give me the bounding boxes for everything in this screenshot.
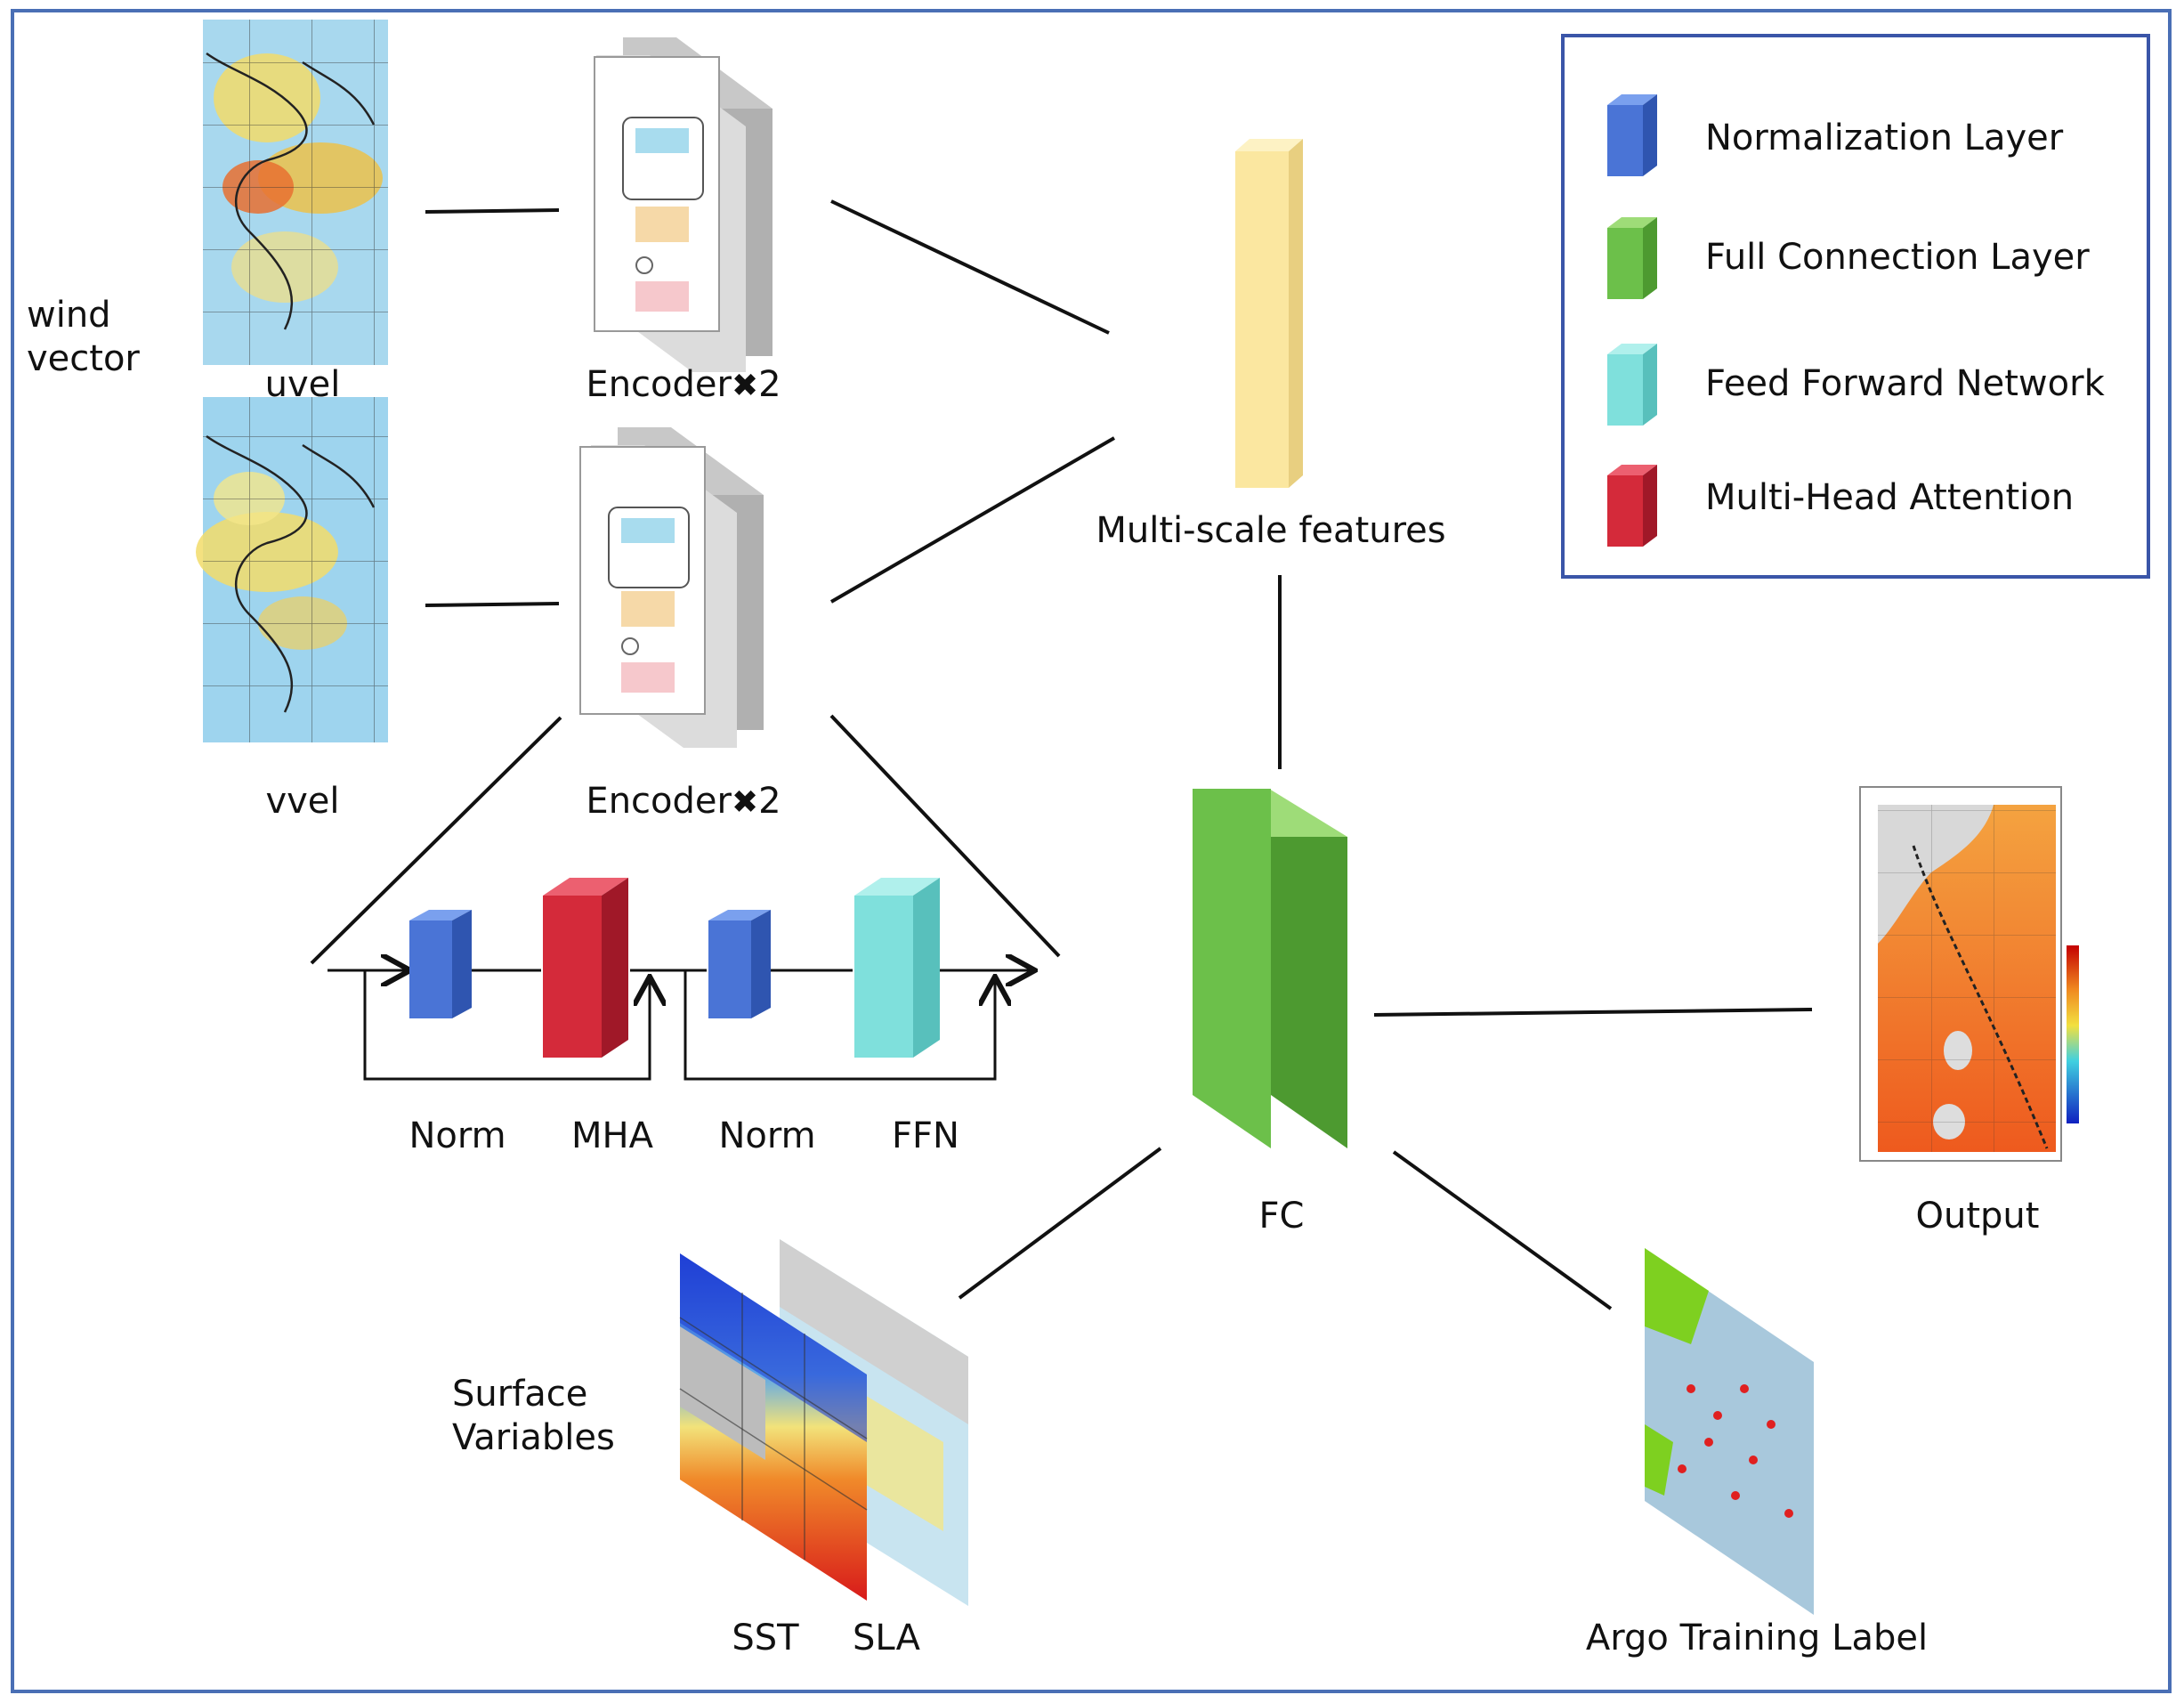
fc-block	[1193, 789, 1347, 1148]
encoder-bottom-label: Encoder✖2	[586, 780, 781, 823]
encoder-bottom-multiplier: 2	[758, 781, 781, 822]
detail-pipeline	[328, 970, 1032, 1081]
ffn-block	[854, 878, 940, 1058]
fc-to-argo-line	[1392, 1150, 1613, 1310]
argo-map	[1645, 1248, 1814, 1615]
fc-label: FC	[1258, 1196, 1305, 1237]
encoder-bottom-to-features-line	[829, 436, 1116, 604]
uvel-label: uvel	[264, 364, 341, 405]
ffn-label: FFN	[892, 1115, 959, 1156]
legend-label-feed-forward: Feed Forward Network	[1705, 363, 2105, 404]
legend-box	[1561, 34, 2150, 579]
wind-label-line1: wind	[27, 295, 111, 336]
outer-frame	[11, 9, 2172, 1693]
norm1-block	[409, 910, 472, 1018]
multi-scale-features-block	[1235, 139, 1303, 488]
fc-to-output-line	[1373, 1008, 1813, 1017]
encoder-top-multiplier: 2	[758, 364, 781, 405]
vvel-to-encoder-line	[425, 602, 560, 607]
multiply-icon: ✖	[731, 784, 759, 821]
legend-label-multi-head-attention: Multi-Head Attention	[1705, 477, 2075, 518]
output-map	[1859, 786, 2079, 1162]
argo-label: Argo Training Label	[1585, 1618, 1929, 1658]
wind-vector-label: wind vector	[27, 294, 140, 381]
legend-icon-feed-forward	[1607, 344, 1657, 426]
encoder-expand-right-line	[829, 714, 1061, 958]
mha-label: MHA	[571, 1115, 653, 1156]
surface-label-line1: Surface	[452, 1374, 588, 1415]
surface-label-line2: Variables	[452, 1416, 615, 1458]
sla-label: SLA	[853, 1618, 920, 1658]
norm2-block	[708, 910, 771, 1018]
encoder-top-block	[594, 37, 772, 372]
surface-variables-label: Surface Variables	[452, 1373, 615, 1460]
legend-icon-full-connection	[1607, 217, 1657, 299]
norm1-label: Norm	[408, 1115, 506, 1156]
sst-label: SST	[732, 1618, 799, 1658]
output-label: Output	[1915, 1196, 2040, 1237]
encoder-top-text: Encoder	[586, 364, 732, 405]
wind-label-line2: vector	[27, 337, 140, 379]
legend-icon-multi-head-attention	[1607, 465, 1657, 547]
legend-icon-normalization	[1607, 94, 1657, 176]
vvel-label: vvel	[265, 781, 340, 822]
multi-scale-features-label: Multi-scale features	[1096, 510, 1446, 551]
encoder-bottom-block	[579, 427, 764, 748]
encoder-top-to-features-line	[830, 199, 1110, 335]
vvel-map	[196, 397, 388, 742]
surface-to-fc-line	[958, 1147, 1162, 1300]
mha-block	[543, 878, 628, 1058]
multiply-icon: ✖	[731, 368, 759, 404]
sst-map	[679, 1253, 868, 1601]
encoder-bottom-text: Encoder	[586, 781, 732, 822]
legend-label-full-connection: Full Connection Layer	[1705, 237, 2090, 278]
uvel-map	[203, 20, 388, 365]
legend-label-normalization: Normalization Layer	[1705, 118, 2064, 158]
norm2-label: Norm	[718, 1115, 816, 1156]
encoder-expand-left-line	[310, 716, 562, 965]
uvel-to-encoder-line	[425, 208, 560, 214]
encoder-top-label: Encoder✖2	[586, 363, 781, 407]
